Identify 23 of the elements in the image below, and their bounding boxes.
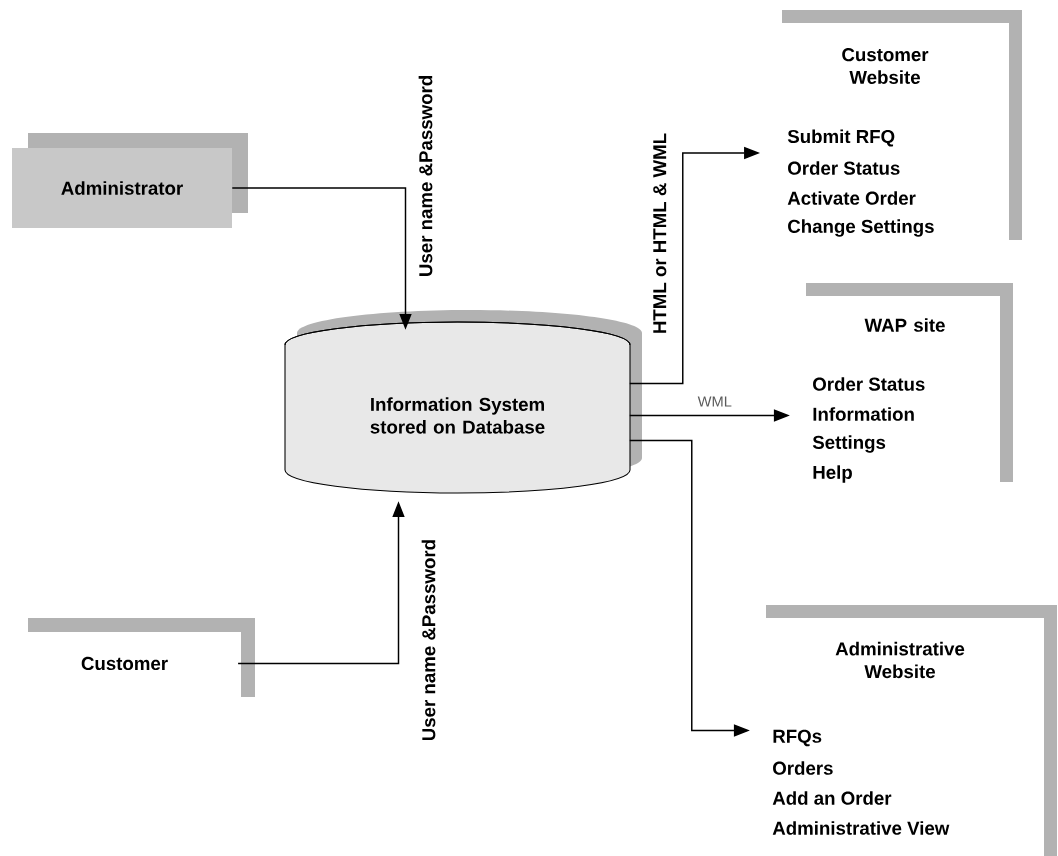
list-item: Settings bbox=[812, 435, 886, 453]
list-item: Order Status bbox=[788, 161, 900, 175]
list-item: Activate Order bbox=[787, 191, 916, 205]
node-label: Customer bbox=[81, 656, 168, 671]
panel-heading: Administrative Website bbox=[835, 641, 965, 679]
edge-label: HTML or HTML & WML bbox=[651, 131, 668, 336]
list-item: Administrative View bbox=[772, 821, 950, 835]
list-item: Help bbox=[813, 465, 852, 483]
edge-label: User name &Password bbox=[417, 73, 434, 279]
list-item: Information bbox=[813, 407, 914, 421]
list-item: Submit RFQ bbox=[787, 129, 895, 147]
panel-heading: Customer Website bbox=[842, 48, 929, 84]
list-item: Orders bbox=[773, 761, 833, 775]
edge-label: WML bbox=[696, 395, 734, 408]
list-item: Add an Order bbox=[772, 791, 892, 805]
list-item: Order Status bbox=[813, 377, 925, 391]
list-item: Change Settings bbox=[788, 219, 934, 237]
actor-bracket: Customer bbox=[28, 618, 255, 697]
database-cylinder: Information System stored on Database bbox=[284, 310, 642, 494]
list-item: RFQs bbox=[773, 729, 822, 747]
panel-heading: WAP site bbox=[864, 318, 945, 332]
actor-box: Administrator bbox=[12, 133, 248, 228]
edge-label: User name &Password bbox=[420, 537, 437, 743]
